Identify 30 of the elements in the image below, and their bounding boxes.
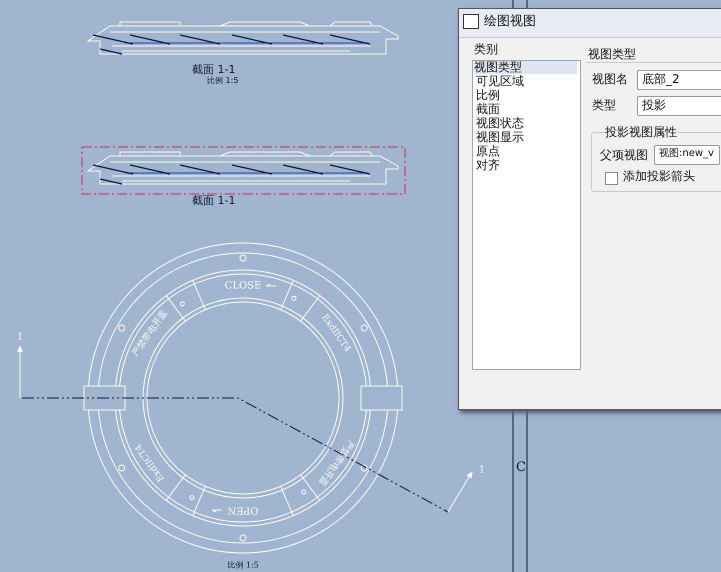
ring-engraving: CLOSE bbox=[224, 280, 262, 292]
group-title: 投影视图属性 bbox=[605, 126, 677, 140]
ring-engraving: OPEN bbox=[228, 504, 258, 516]
input-field: 底部_2 bbox=[637, 70, 721, 90]
section-mark: 1 bbox=[16, 332, 24, 342]
list-item: 原点 bbox=[476, 145, 500, 158]
list-item: 可见区域 bbox=[476, 75, 524, 88]
dialog-title: 绘图视图 bbox=[484, 15, 536, 30]
field-label: 类型 bbox=[592, 99, 616, 112]
list-item: 对齐 bbox=[476, 159, 500, 172]
ring-engraving: 严禁带电开盖 bbox=[315, 437, 354, 488]
dropdown: 投影 bbox=[637, 96, 721, 116]
category-heading: 类别 bbox=[474, 43, 498, 56]
list-item: 视图显示 bbox=[476, 131, 524, 144]
list-item: 视图状态 bbox=[476, 117, 524, 130]
group-title: 视图类型 bbox=[588, 48, 636, 62]
field-label: 父项视图 bbox=[600, 149, 648, 162]
scale-note: 比例 1:5 bbox=[227, 562, 259, 570]
scale-note: 比例 1:5 bbox=[207, 77, 238, 86]
section-mark: 1 bbox=[478, 464, 486, 476]
input-field: 视图:new_v bbox=[654, 145, 720, 165]
ring-engraving: 严禁带电开盖 bbox=[132, 308, 171, 359]
list-item: 视图类型 bbox=[474, 61, 577, 74]
section-caption: 截面 1-1 bbox=[192, 64, 236, 76]
list-item: 截面 bbox=[476, 103, 500, 116]
list-item: 比例 bbox=[476, 89, 500, 102]
grid-reference-letter: C bbox=[516, 460, 526, 476]
section-caption: 截面 1-1 bbox=[192, 195, 236, 208]
checkbox-label: 添加投影箭头 bbox=[623, 170, 695, 184]
field-label: 视图名 bbox=[592, 73, 628, 86]
